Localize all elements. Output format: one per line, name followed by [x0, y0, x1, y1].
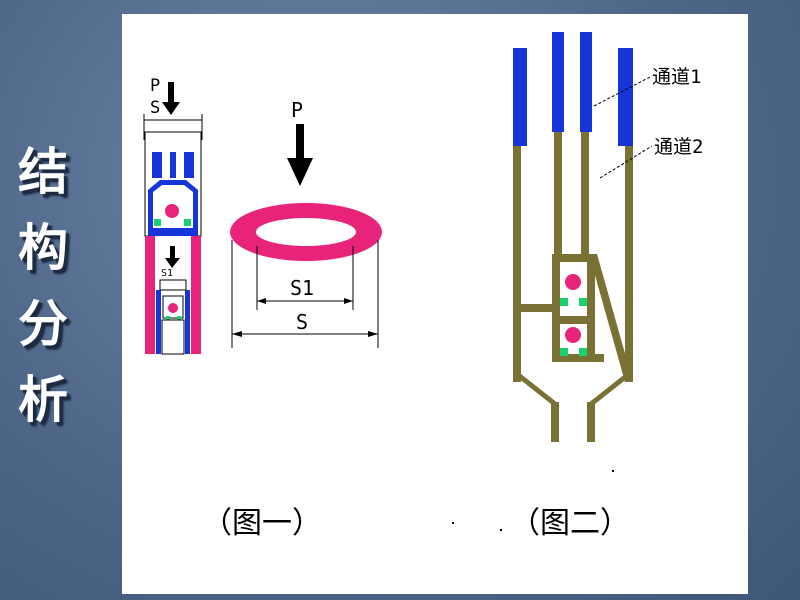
title-char: 结 — [18, 142, 68, 201]
ring-pressure-arrow — [287, 124, 313, 186]
figure-drawing — [143, 32, 653, 531]
small-pressure-arrow — [162, 82, 180, 115]
ring-dimension-lines — [231, 240, 379, 348]
figure-panel: P S S1 P S1 S 通道1 通道2 （图一） （图二） — [122, 14, 748, 594]
stray-dots — [452, 470, 614, 531]
title-char: 构 — [18, 218, 68, 277]
lower-cell — [145, 236, 201, 355]
upper-cell — [144, 131, 202, 237]
channel-chamber — [560, 262, 587, 356]
leader-lines — [593, 75, 653, 179]
ring-s-label: S — [296, 310, 309, 334]
figure1-caption: （图一） — [202, 506, 322, 541]
title-char: 析 — [18, 370, 68, 429]
blue-electrodes — [513, 32, 633, 146]
ring — [230, 203, 382, 261]
title-char: 分 — [18, 294, 68, 353]
figure2-caption: （图二） — [510, 506, 630, 541]
small-s-label: S — [150, 98, 161, 118]
channel2-label: 通道2 — [654, 136, 704, 158]
channel-structure — [513, 132, 633, 442]
channel1-label: 通道1 — [652, 66, 702, 88]
ring-s1-label: S1 — [290, 276, 315, 300]
small-s1-label: S1 — [161, 268, 174, 279]
small-p-label: P — [150, 76, 161, 96]
small-s-dimension — [143, 114, 203, 140]
slide-title: 结 构 分 析 — [8, 140, 78, 432]
ring-p-label: P — [291, 98, 304, 122]
